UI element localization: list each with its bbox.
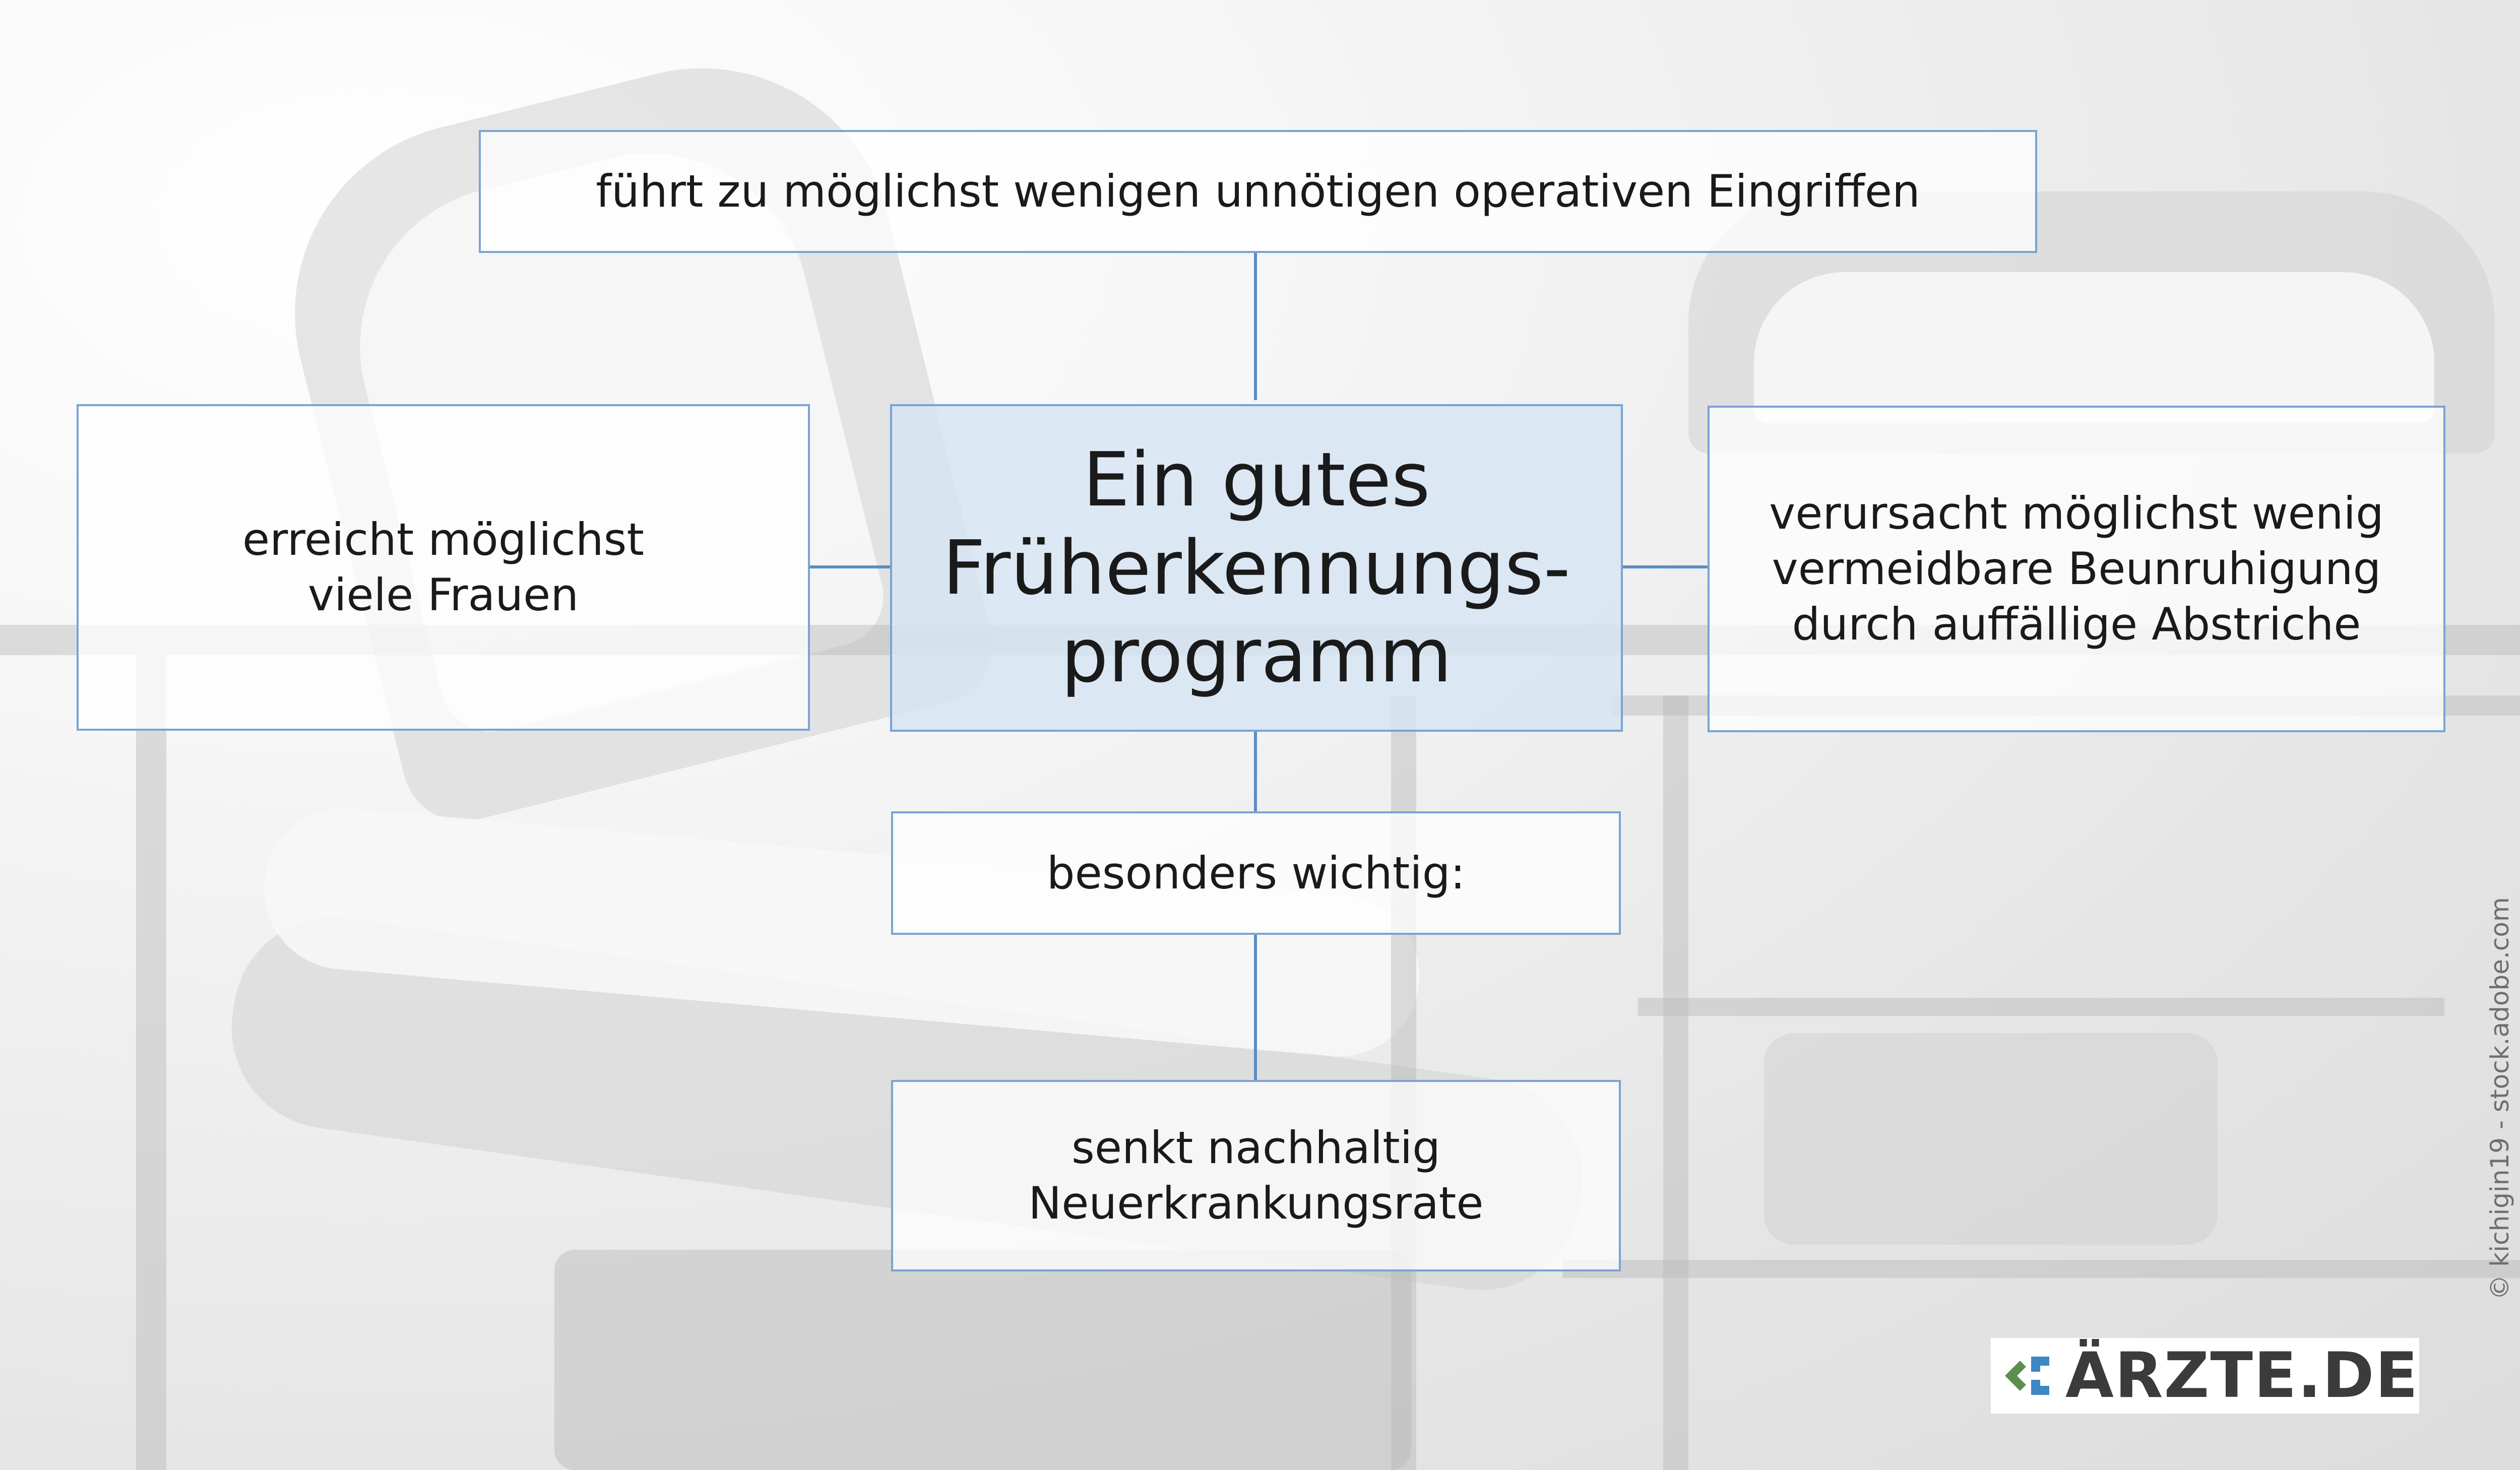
node-left-line1: erreicht möglichst bbox=[242, 514, 645, 565]
photo-credit: © kichigin19 - stock.adobe.com bbox=[2485, 897, 2514, 1300]
node-right-line3: durch auffällige Abstriche bbox=[1792, 598, 2361, 650]
logo-mark-icon bbox=[2000, 1346, 2060, 1406]
node-left: erreicht möglichst viele Frauen bbox=[77, 404, 810, 731]
node-bottom: senkt nachhaltig Neuerkrankungsrate bbox=[891, 1080, 1621, 1271]
node-top: führt zu möglichst wenigen unnötigen ope… bbox=[479, 130, 2037, 253]
node-middle: besonders wichtig: bbox=[891, 811, 1621, 935]
node-right-line2: vermeidbare Beunruhigung bbox=[1772, 543, 2381, 595]
logo-wordmark: ÄRZTE.DE bbox=[2065, 1339, 2419, 1412]
connector-top bbox=[1254, 253, 1257, 400]
node-center-line2: Früherkennungs- bbox=[942, 524, 1570, 611]
connector-middle-bottom bbox=[1254, 935, 1257, 1080]
node-left-line2: viele Frauen bbox=[307, 569, 579, 621]
node-center-line3: programm bbox=[1061, 612, 1452, 699]
connector-left bbox=[810, 565, 890, 568]
aerzte-logo: ÄRZTE.DE bbox=[1991, 1338, 2419, 1414]
node-right-line1: verursacht möglichst wenig bbox=[1769, 487, 2384, 539]
connector-center-middle bbox=[1254, 732, 1257, 811]
connector-right bbox=[1623, 565, 1708, 568]
node-center-line1: Ein gutes bbox=[1083, 436, 1430, 524]
node-right: verursacht möglichst wenig vermeidbare B… bbox=[1708, 406, 2445, 732]
node-center: Ein gutes Früherkennungs- programm bbox=[890, 404, 1623, 732]
node-top-text: führt zu möglichst wenigen unnötigen ope… bbox=[596, 165, 1920, 217]
node-bottom-line1: senkt nachhaltig bbox=[1071, 1122, 1440, 1174]
node-middle-text: besonders wichtig: bbox=[1046, 847, 1466, 899]
node-bottom-line2: Neuerkrankungsrate bbox=[1028, 1177, 1484, 1229]
